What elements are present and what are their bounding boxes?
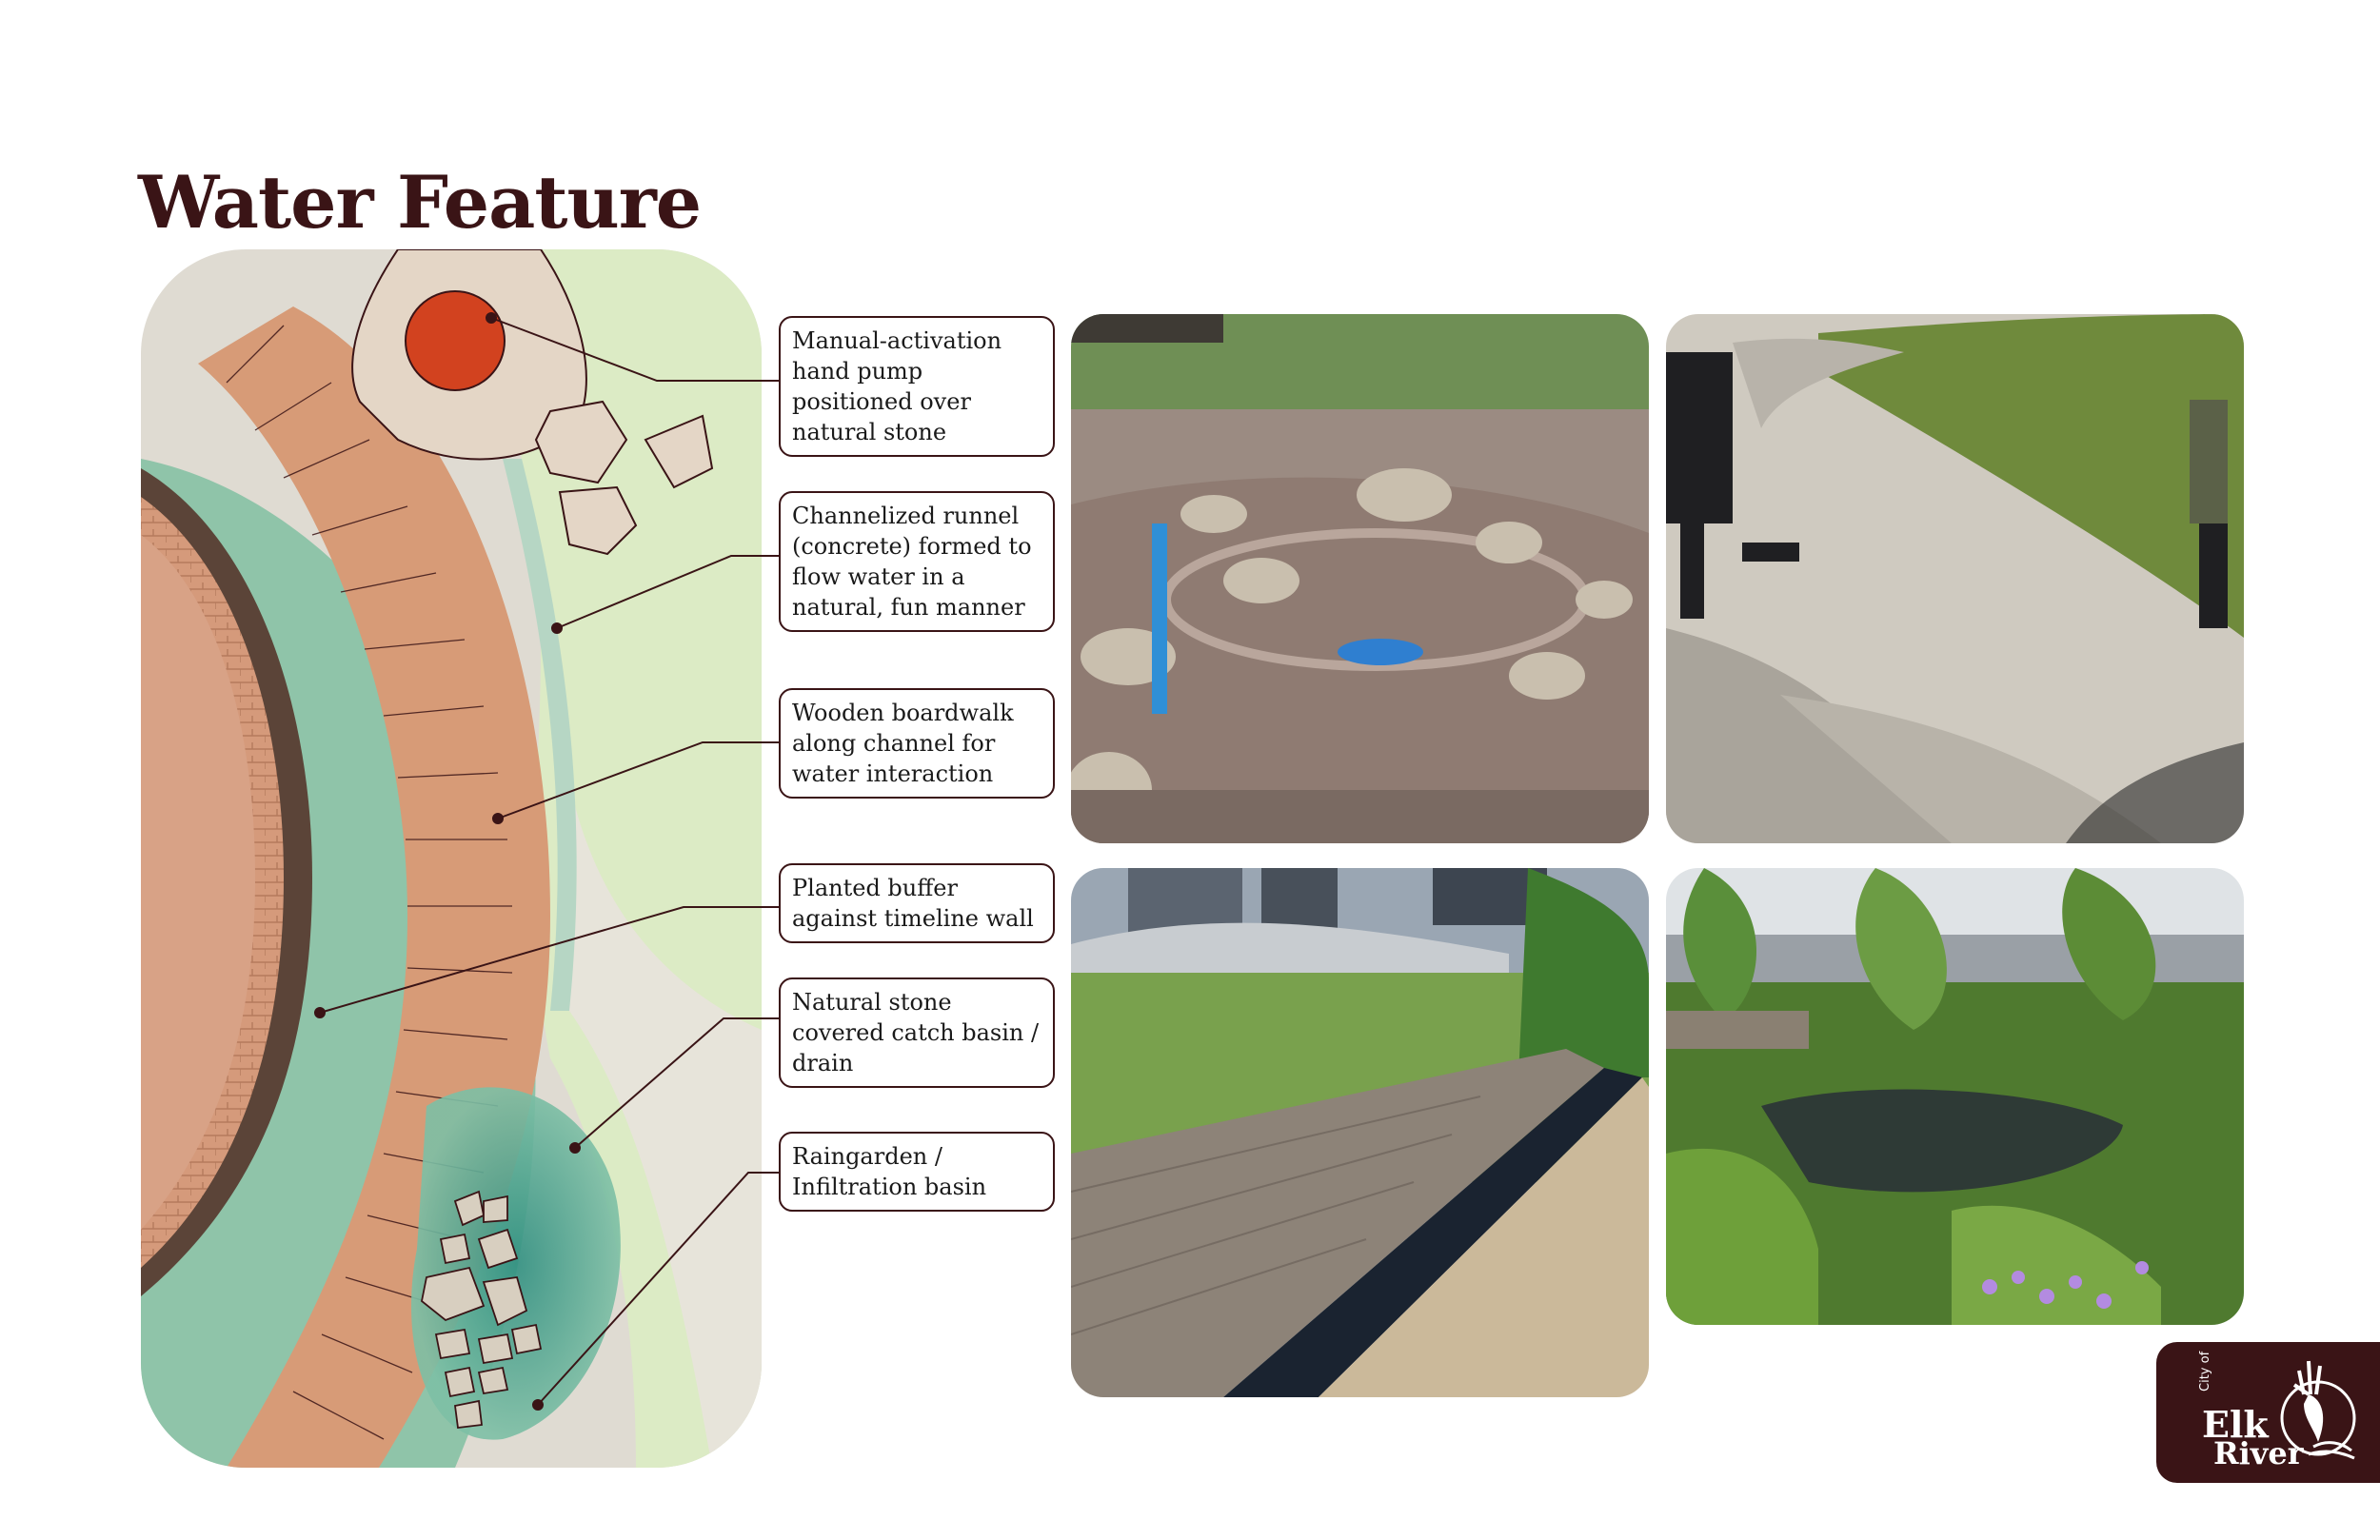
callout-catch-basin: Natural stone covered catch basin / drai… — [779, 977, 1055, 1088]
raingarden-photo — [1666, 868, 2244, 1325]
splash-pad-photo — [1071, 314, 1649, 843]
callout-planted-buffer: Planted buffer against timeline wall — [779, 863, 1055, 943]
site-plan-illustration — [141, 249, 762, 1468]
logo-river-label: River — [2213, 1435, 2304, 1471]
kids-runnel-photo — [1666, 314, 2244, 843]
logo-elk-label: Elk — [2202, 1403, 2269, 1446]
callout-hand-pump: Manual-activation hand pump positioned o… — [779, 316, 1055, 457]
callout-raingarden: Raingarden / Infiltration basin — [779, 1132, 1055, 1212]
callout-boardwalk: Wooden boardwalk along channel for water… — [779, 688, 1055, 799]
page-title: Water Feature — [138, 160, 702, 245]
boardwalk-channel-photo — [1071, 868, 1649, 1397]
logo-city-label: City of — [2198, 1351, 2212, 1392]
elk-head-icon — [2280, 1360, 2356, 1460]
callout-runnel: Channelized runnel (concrete) formed to … — [779, 491, 1055, 632]
city-logo: City of Elk River — [2156, 1342, 2380, 1483]
